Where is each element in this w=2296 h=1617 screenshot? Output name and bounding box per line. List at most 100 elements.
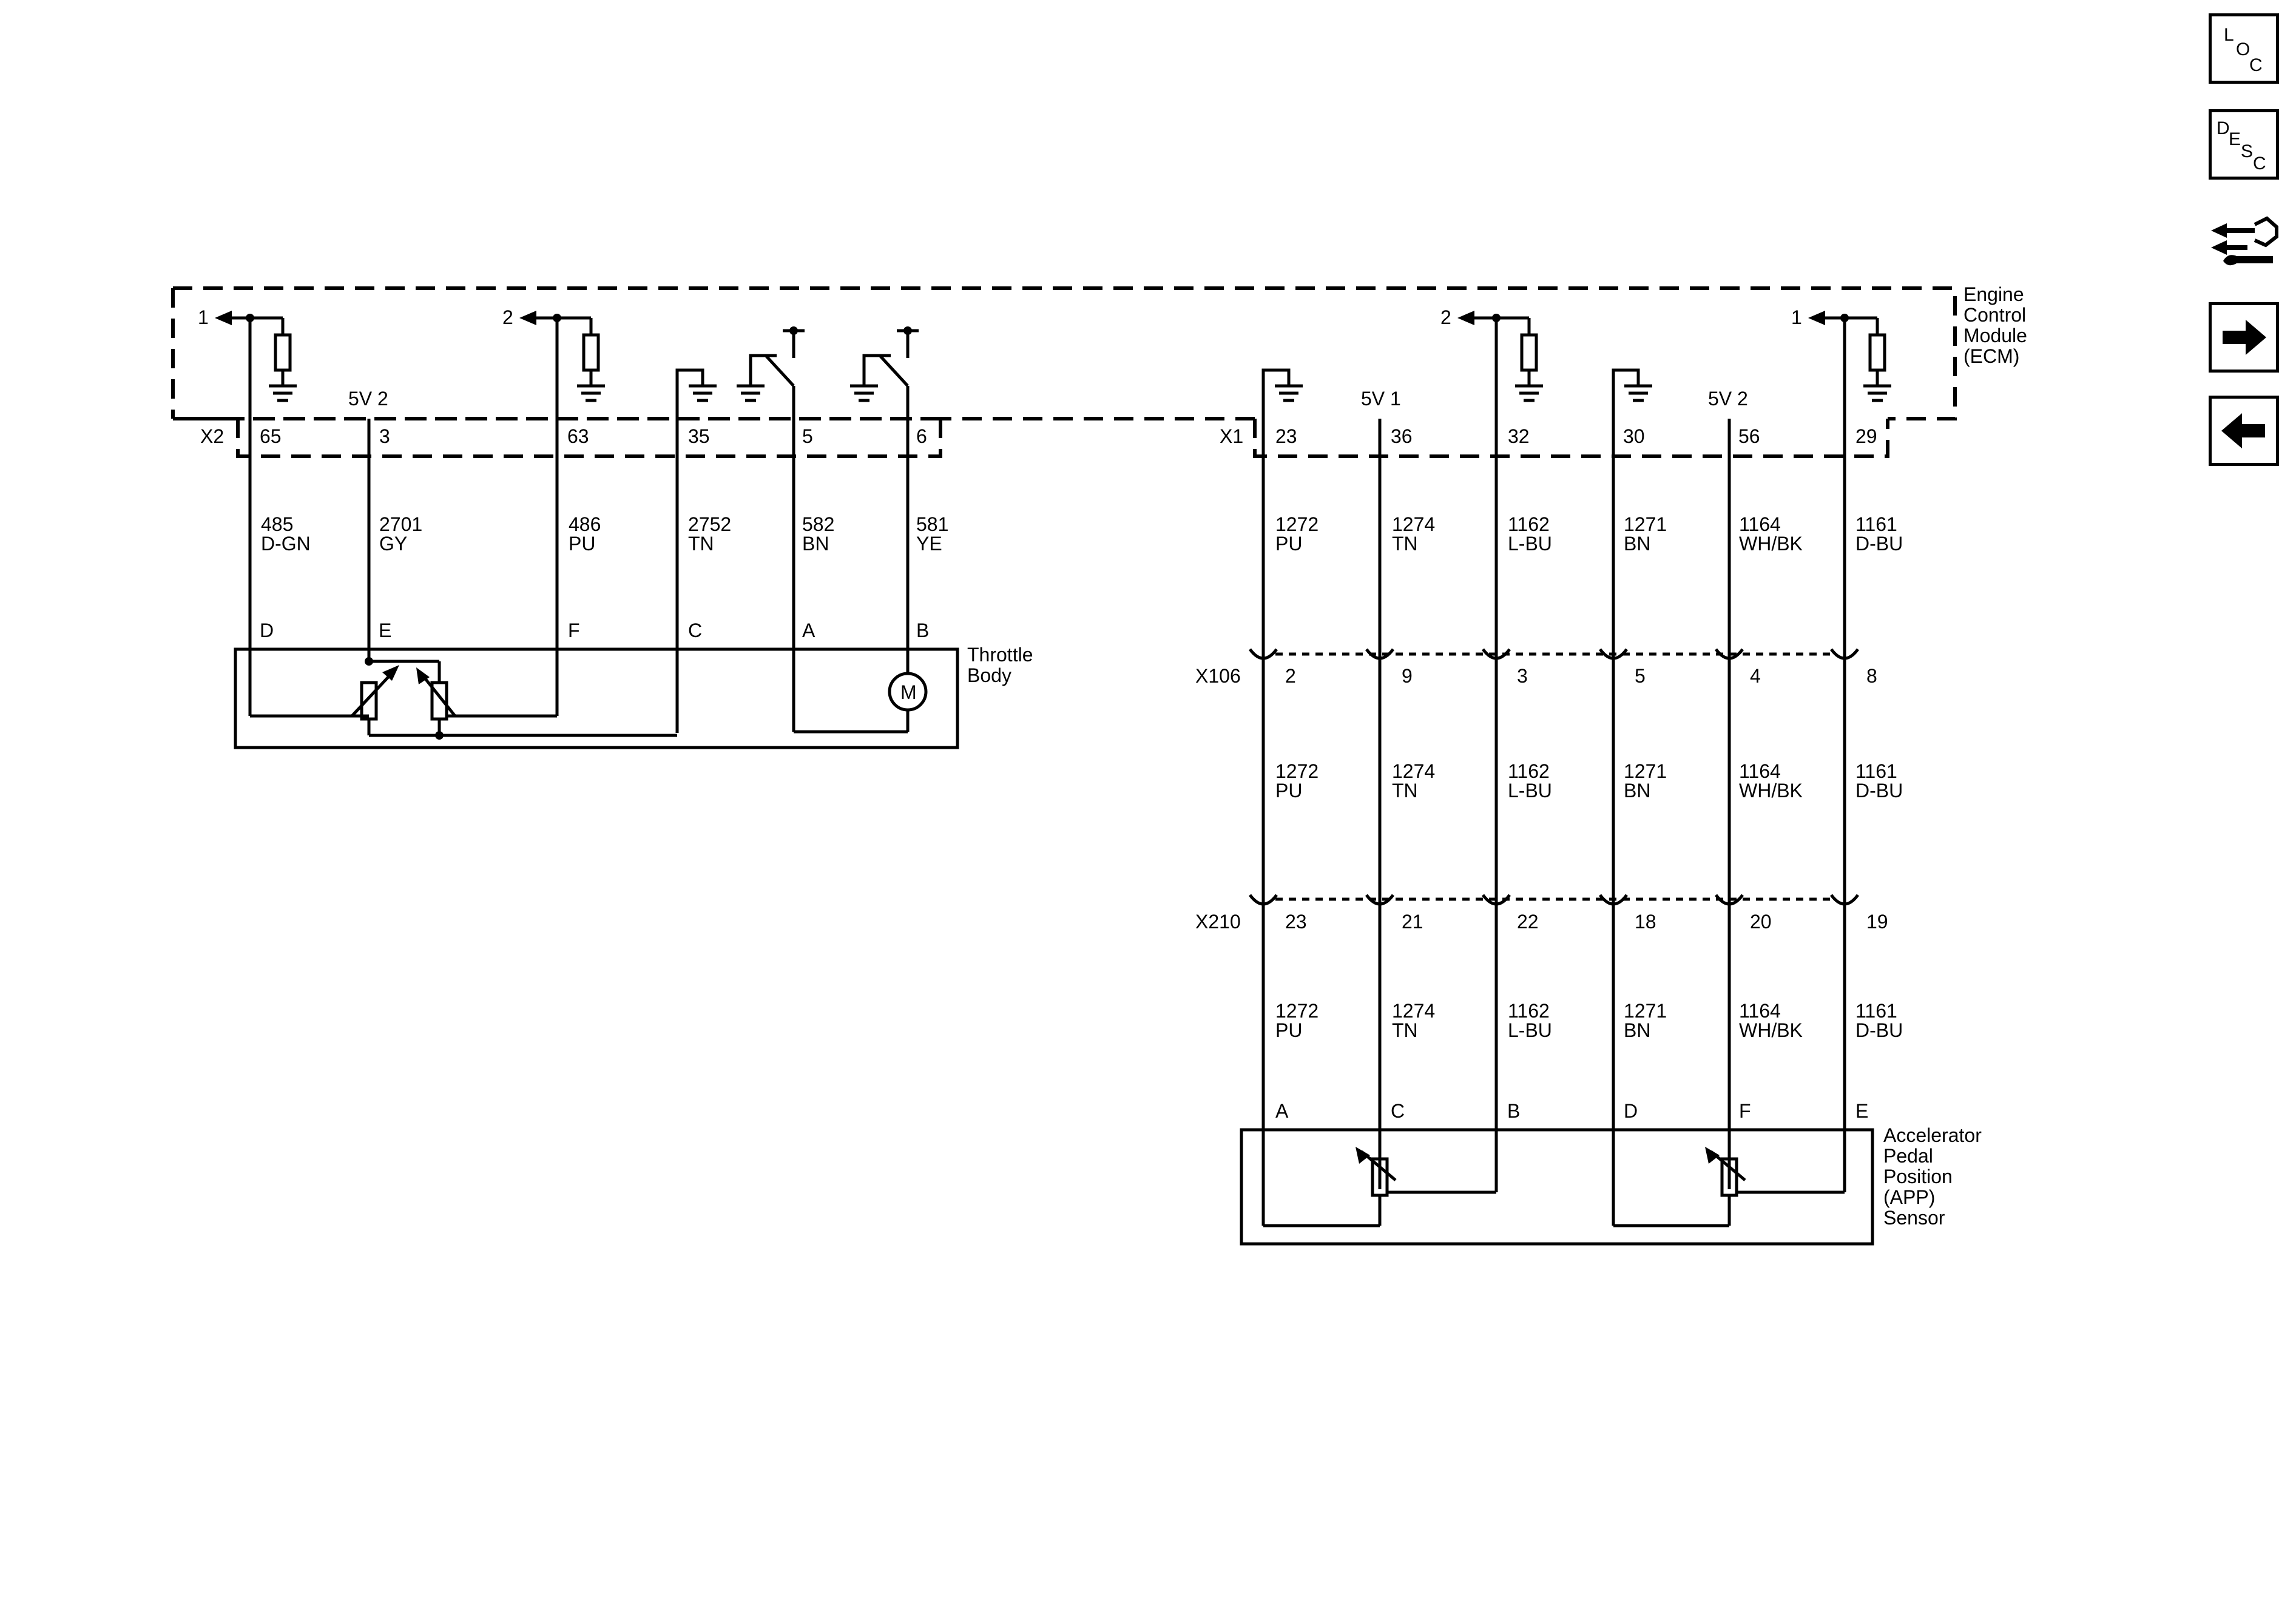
svg-text:TN: TN bbox=[688, 533, 714, 555]
app-pin-letters: A C B D F E bbox=[1275, 1100, 1868, 1122]
inline-connector-x210: X210 23 21 22 18 20 19 bbox=[1195, 894, 1888, 933]
svg-text:32: 32 bbox=[1508, 425, 1530, 447]
location-button[interactable]: L O C bbox=[2209, 13, 2279, 84]
svg-text:Position: Position bbox=[1883, 1166, 1953, 1187]
svg-text:3: 3 bbox=[1517, 665, 1528, 687]
description-button[interactable]: D E S C bbox=[2209, 109, 2279, 180]
svg-text:C: C bbox=[2253, 154, 2266, 174]
svg-text:Engine: Engine bbox=[1963, 283, 2024, 305]
svg-text:19: 19 bbox=[1866, 911, 1888, 933]
location-icon: L O C bbox=[2224, 25, 2263, 75]
svg-text:D-BU: D-BU bbox=[1855, 1019, 1903, 1041]
previous-page-button[interactable] bbox=[2209, 396, 2279, 466]
svg-text:1162: 1162 bbox=[1508, 760, 1550, 782]
svg-text:Body: Body bbox=[967, 664, 1011, 686]
svg-text:BN: BN bbox=[802, 533, 829, 555]
svg-text:PU: PU bbox=[1275, 533, 1302, 555]
svg-text:(APP): (APP) bbox=[1883, 1186, 1935, 1208]
svg-text:Module: Module bbox=[1963, 325, 2027, 346]
svg-text:2701: 2701 bbox=[379, 513, 422, 535]
connector-wrench-icon bbox=[2211, 216, 2278, 266]
svg-text:36: 36 bbox=[1391, 425, 1413, 447]
svg-text:D: D bbox=[1624, 1100, 1638, 1122]
svg-text:E: E bbox=[2229, 129, 2241, 149]
svg-text:E: E bbox=[1855, 1100, 1868, 1122]
svg-text:E: E bbox=[379, 619, 391, 641]
svg-text:2: 2 bbox=[1440, 306, 1451, 328]
svg-text:23: 23 bbox=[1285, 911, 1307, 933]
svg-text:6: 6 bbox=[916, 425, 927, 447]
svg-text:2: 2 bbox=[502, 306, 513, 328]
svg-text:O: O bbox=[2236, 39, 2250, 59]
svg-text:1161: 1161 bbox=[1855, 760, 1897, 782]
ecm-connector-x2: X2 bbox=[200, 425, 224, 447]
svg-text:B: B bbox=[916, 619, 929, 641]
svg-text:L: L bbox=[2224, 25, 2234, 45]
svg-text:Sensor: Sensor bbox=[1883, 1207, 1945, 1229]
svg-text:TN: TN bbox=[1392, 780, 1418, 802]
svg-text:1271: 1271 bbox=[1624, 760, 1667, 782]
svg-text:F: F bbox=[1739, 1100, 1751, 1122]
svg-text:4: 4 bbox=[1750, 665, 1761, 687]
svg-text:X106: X106 bbox=[1195, 665, 1241, 687]
svg-text:Throttle: Throttle bbox=[967, 644, 1033, 666]
svg-text:BN: BN bbox=[1624, 1019, 1650, 1041]
svg-text:1272: 1272 bbox=[1275, 1000, 1319, 1022]
svg-text:S: S bbox=[2241, 141, 2253, 161]
svg-text:(ECM): (ECM) bbox=[1963, 345, 2019, 367]
svg-text:29: 29 bbox=[1855, 425, 1877, 447]
ecm-left-internals: 1 2 bbox=[198, 306, 919, 437]
svg-text:1164: 1164 bbox=[1739, 760, 1781, 782]
svg-text:YE: YE bbox=[916, 533, 942, 555]
svg-text:L-BU: L-BU bbox=[1508, 780, 1552, 802]
next-page-button[interactable] bbox=[2209, 302, 2279, 373]
ecm-boundary bbox=[171, 286, 1957, 458]
svg-text:1162: 1162 bbox=[1508, 513, 1550, 535]
ecm-connector-x1: X1 bbox=[1220, 425, 1243, 447]
svg-text:D: D bbox=[2217, 118, 2230, 138]
svg-text:486: 486 bbox=[569, 513, 601, 535]
svg-text:GY: GY bbox=[379, 533, 407, 555]
connector-repair-button[interactable] bbox=[2205, 200, 2284, 279]
svg-text:1271: 1271 bbox=[1624, 1000, 1667, 1022]
svg-text:18: 18 bbox=[1635, 911, 1656, 933]
svg-text:C: C bbox=[1391, 1100, 1405, 1122]
svg-text:C: C bbox=[688, 619, 702, 641]
svg-text:1274: 1274 bbox=[1392, 1000, 1435, 1022]
svg-text:5: 5 bbox=[1635, 665, 1646, 687]
svg-text:3: 3 bbox=[379, 425, 390, 447]
ecm-right-pins: 23 36 32 30 56 29 bbox=[1275, 425, 1877, 447]
svg-text:5: 5 bbox=[802, 425, 813, 447]
svg-text:PU: PU bbox=[1275, 780, 1302, 802]
svg-text:Accelerator: Accelerator bbox=[1883, 1124, 1982, 1146]
svg-text:X210: X210 bbox=[1195, 911, 1241, 933]
svg-text:C: C bbox=[2249, 55, 2263, 75]
svg-text:1: 1 bbox=[198, 306, 209, 328]
svg-text:PU: PU bbox=[569, 533, 595, 555]
app-wire-labels: 1272 PU 1274 TN 1162 L-BU 1271 BN 1164 W… bbox=[1275, 513, 1903, 1041]
svg-text:1162: 1162 bbox=[1508, 1000, 1550, 1022]
svg-text:63: 63 bbox=[567, 425, 589, 447]
svg-text:BN: BN bbox=[1624, 780, 1650, 802]
ecm-right-5v-label-a: 5V 1 bbox=[1361, 388, 1401, 410]
svg-text:21: 21 bbox=[1402, 911, 1423, 933]
svg-text:D-GN: D-GN bbox=[261, 533, 311, 555]
svg-text:9: 9 bbox=[1402, 665, 1413, 687]
svg-text:F: F bbox=[568, 619, 580, 641]
svg-text:1272: 1272 bbox=[1275, 513, 1319, 535]
svg-text:23: 23 bbox=[1275, 425, 1297, 447]
svg-text:1161: 1161 bbox=[1855, 1000, 1897, 1022]
svg-text:BN: BN bbox=[1624, 533, 1650, 555]
svg-text:2: 2 bbox=[1285, 665, 1296, 687]
inline-connector-x106: X106 2 9 3 5 4 8 bbox=[1195, 648, 1877, 687]
svg-text:1164: 1164 bbox=[1739, 1000, 1781, 1022]
svg-text:B: B bbox=[1507, 1100, 1520, 1122]
svg-text:D: D bbox=[260, 619, 274, 641]
svg-text:20: 20 bbox=[1750, 911, 1772, 933]
svg-text:1: 1 bbox=[1791, 306, 1802, 328]
svg-text:581: 581 bbox=[916, 513, 948, 535]
svg-text:1164: 1164 bbox=[1739, 513, 1781, 535]
throttle-pin-letters: D E F C A B bbox=[260, 619, 929, 641]
svg-text:M: M bbox=[900, 681, 917, 703]
svg-text:PU: PU bbox=[1275, 1019, 1302, 1041]
